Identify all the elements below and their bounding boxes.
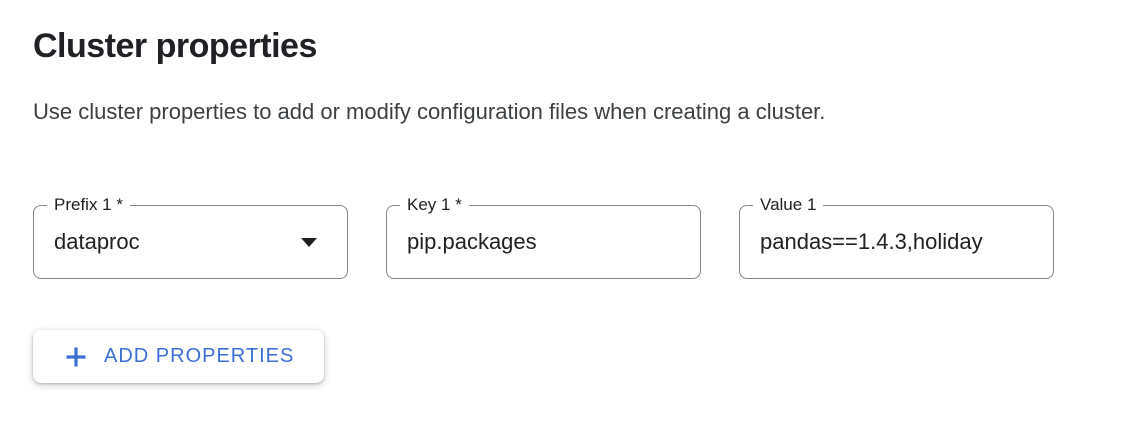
prefix-dropdown[interactable]: Prefix 1 * dataproc xyxy=(33,195,348,279)
page-title: Cluster properties xyxy=(33,27,317,65)
value-input[interactable] xyxy=(740,206,1053,278)
key-field: Key 1 * xyxy=(386,195,701,279)
property-row: Prefix 1 * dataproc Key 1 * Value 1 xyxy=(33,195,1122,279)
value-label: Value 1 xyxy=(753,195,824,215)
add-properties-label: ADD PROPERTIES xyxy=(104,345,295,367)
prefix-label: Prefix 1 * xyxy=(47,195,130,215)
dropdown-arrow-icon xyxy=(301,237,317,247)
page-subtitle: Use cluster properties to add or modify … xyxy=(33,99,826,124)
plus-icon xyxy=(63,344,89,370)
prefix-value: dataproc xyxy=(54,229,140,254)
key-label: Key 1 * xyxy=(400,195,469,215)
value-field: Value 1 xyxy=(739,195,1054,279)
key-input[interactable] xyxy=(387,206,700,278)
add-properties-button[interactable]: ADD PROPERTIES xyxy=(33,330,325,383)
